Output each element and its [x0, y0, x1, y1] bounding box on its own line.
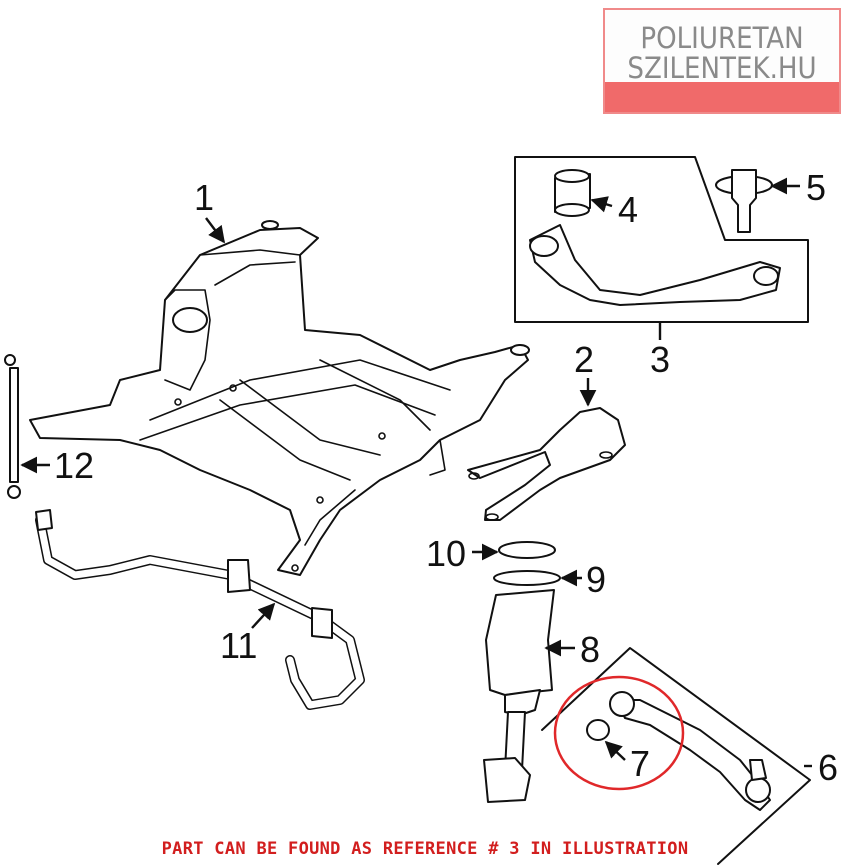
callout-6: 6	[818, 747, 838, 788]
stabilizer-link-part	[4, 354, 21, 499]
callout-12: 12	[54, 445, 94, 486]
watermark-badge: POLIURETAN SZILENTEK.HU	[603, 8, 841, 114]
watermark-bar	[605, 82, 839, 112]
bracket-part	[467, 407, 626, 521]
callout-11: 11	[220, 625, 257, 666]
reference-caption: PART CAN BE FOUND AS REFERENCE # 3 IN IL…	[161, 839, 689, 859]
stabilizer-bar-part	[35, 509, 365, 710]
callout-1: 1	[194, 177, 214, 218]
callout-8: 8	[580, 629, 600, 670]
callout-4: 4	[618, 189, 638, 230]
air-strut-part	[483, 541, 561, 803]
lower-arm-group	[541, 647, 811, 865]
callout-3: 3	[650, 339, 670, 380]
callout-9: 9	[586, 559, 606, 600]
callout-7: 7	[630, 743, 650, 784]
highlight-ring	[553, 675, 685, 791]
callout-5: 5	[806, 167, 826, 208]
watermark-line-2: SZILENTEK.HU	[627, 51, 817, 85]
upper-arm-group	[514, 156, 809, 323]
watermark-line-1: POLIURETAN	[640, 21, 804, 55]
callout-10: 10	[426, 533, 466, 574]
callout-2: 2	[574, 339, 594, 380]
subframe-part	[29, 220, 530, 576]
callout-arrows	[20, 177, 812, 768]
